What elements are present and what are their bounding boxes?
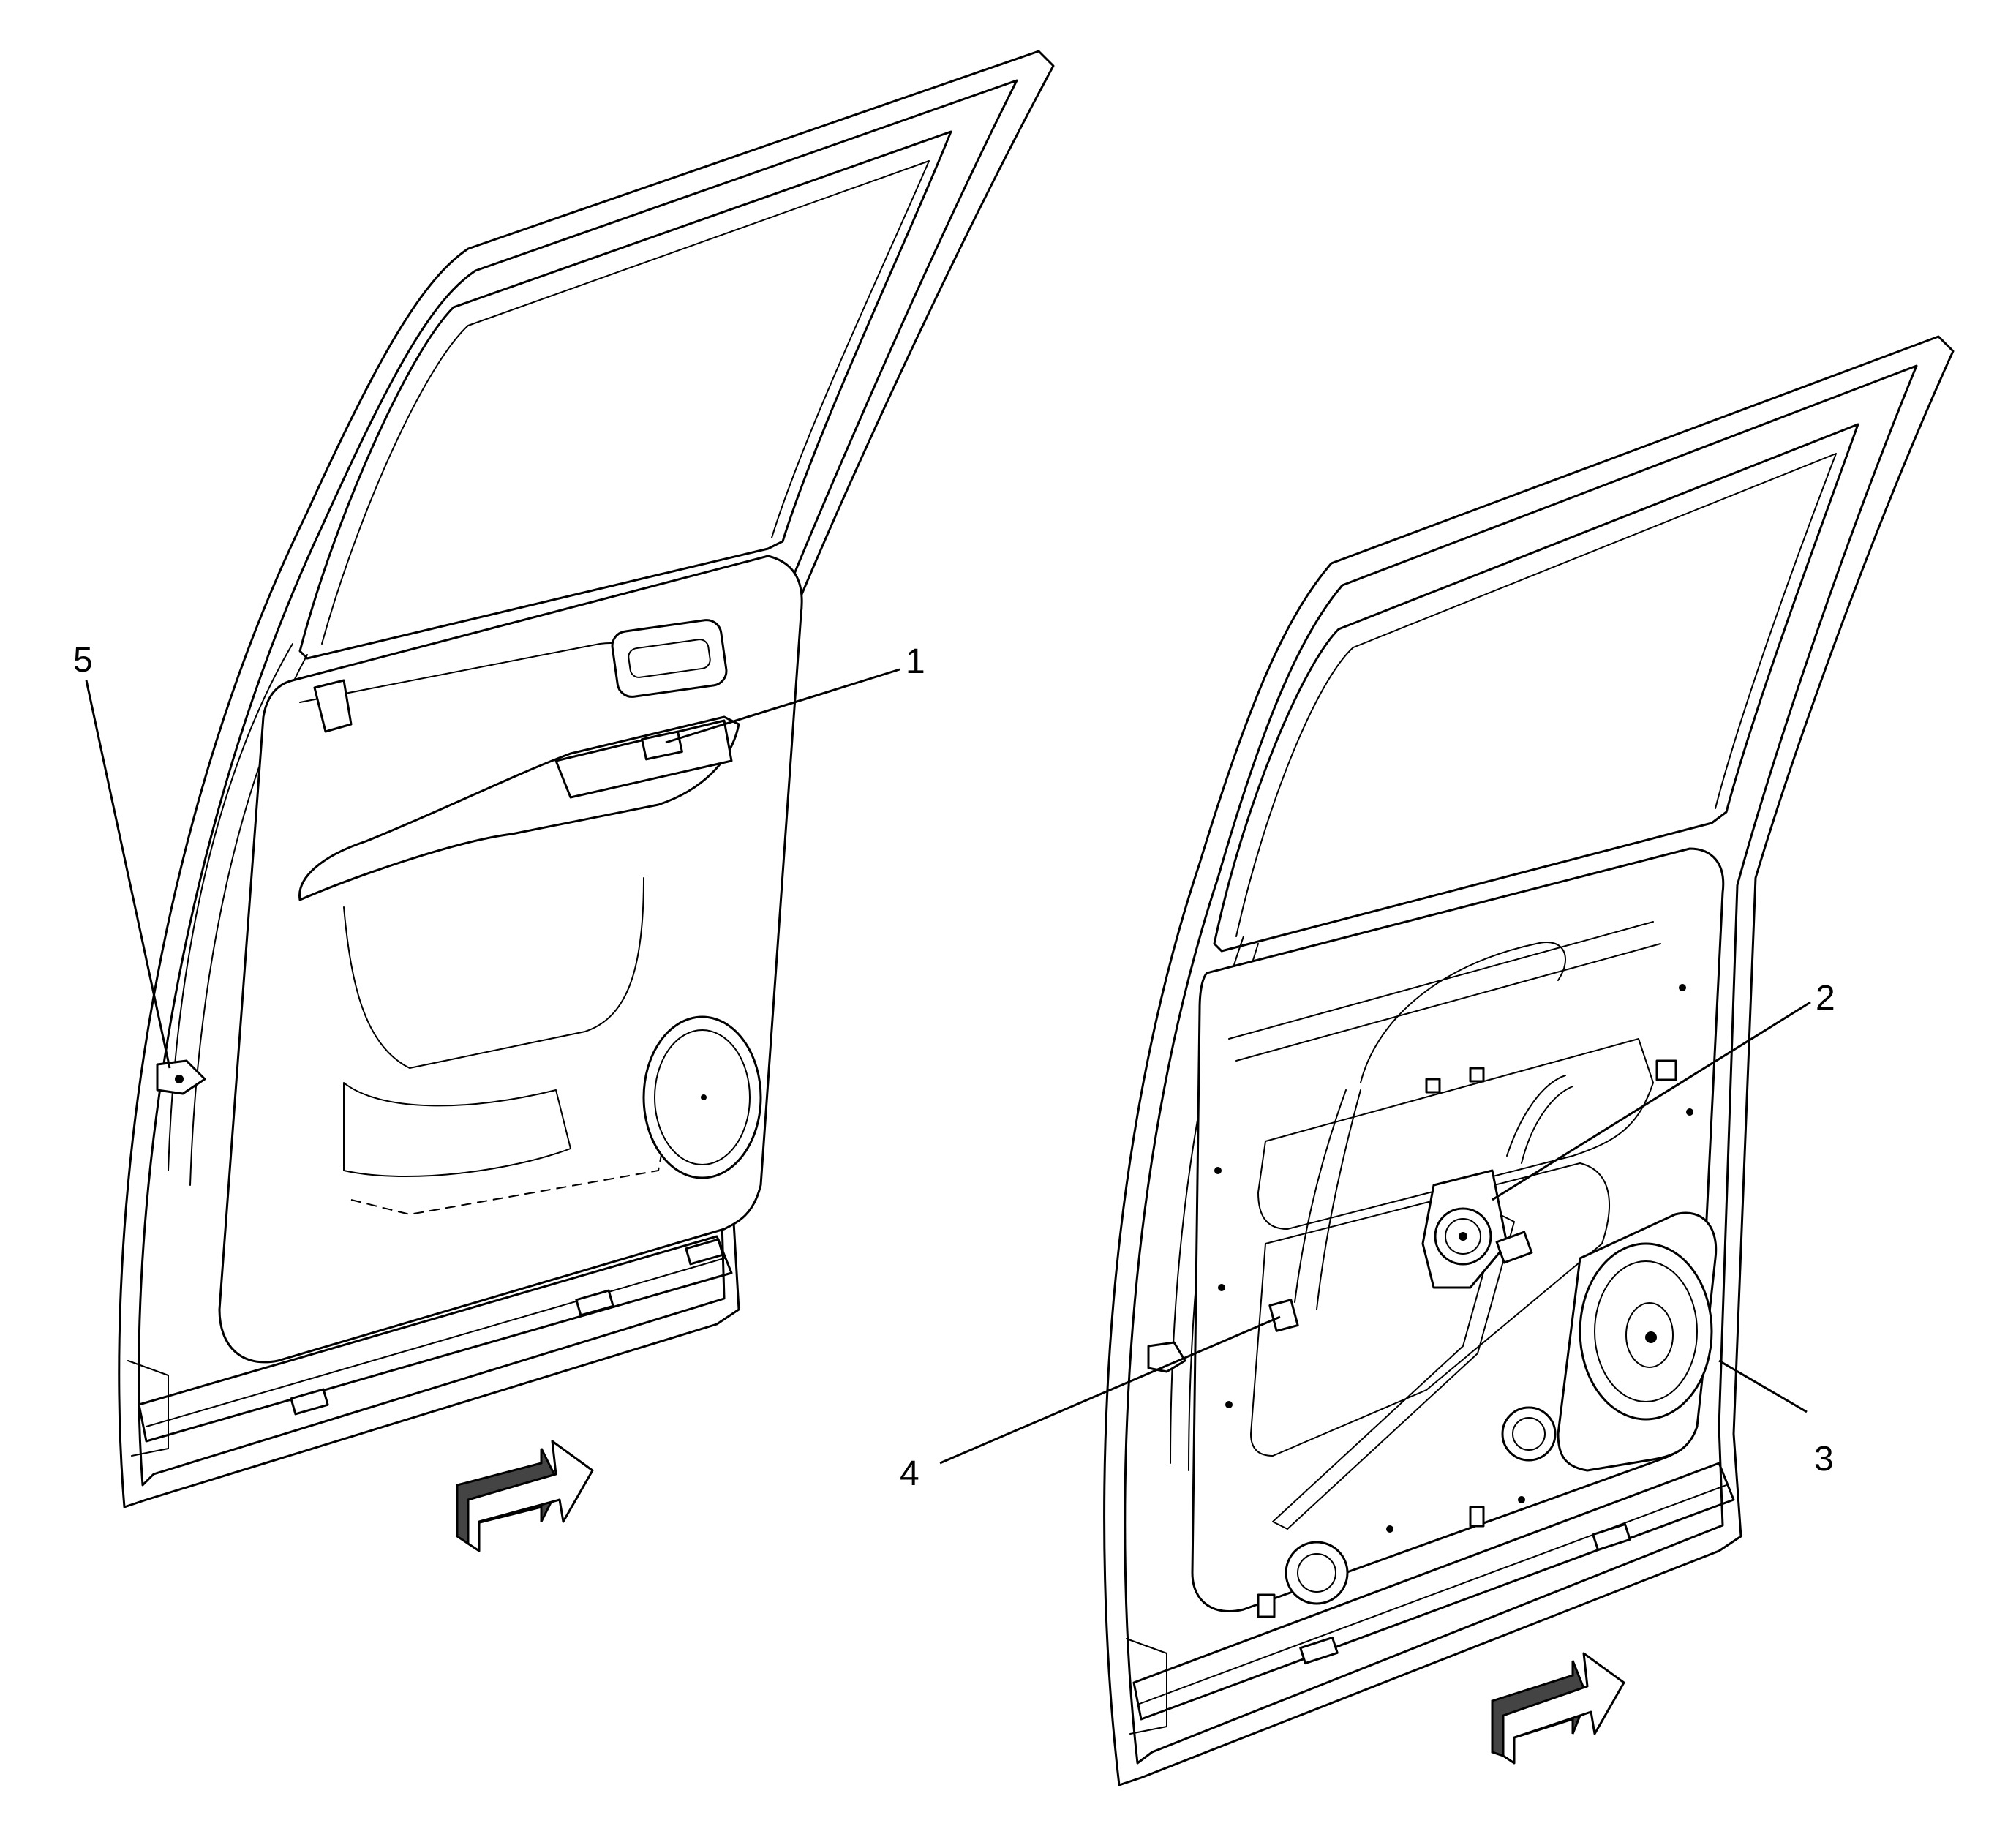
left-door-inner-frame	[138, 79, 1018, 1487]
right-door-outer-frame	[1103, 335, 1955, 1786]
upper-access-opening	[1257, 1038, 1654, 1230]
left-map-pocket	[343, 1082, 571, 1178]
window-switch	[641, 730, 683, 761]
drain-plug	[1285, 1541, 1349, 1605]
leader-2	[1492, 1001, 1811, 1201]
door-speaker	[1557, 1211, 1718, 1472]
leader-4	[939, 1315, 1281, 1465]
callout-2: 2	[1816, 979, 1835, 1018]
regulator-cable	[1360, 942, 1566, 1083]
right-direction-arrow	[1491, 1652, 1625, 1765]
wiring-harness-connector	[1268, 1299, 1299, 1332]
callout-4: 4	[900, 1454, 919, 1493]
window-regulator-rail	[1272, 1214, 1515, 1530]
leader-5	[85, 680, 171, 1069]
right-window-opening	[1213, 423, 1859, 953]
left-direction-arrow	[456, 1440, 594, 1552]
callout-3: 3	[1814, 1440, 1834, 1479]
right-door-inner-frame	[1124, 364, 1918, 1765]
right-door-assembly	[1103, 335, 1955, 1786]
callout-5: 5	[73, 641, 93, 680]
callout-1: 1	[906, 642, 925, 681]
leader-1	[665, 668, 900, 744]
left-door-assembly	[118, 50, 1055, 1508]
window-regulator-motor	[1421, 1169, 1533, 1289]
left-door-outer-frame	[118, 50, 1055, 1508]
lower-access-opening	[1250, 1162, 1610, 1457]
left-window-opening	[298, 130, 952, 660]
leader-3	[1718, 1359, 1808, 1413]
